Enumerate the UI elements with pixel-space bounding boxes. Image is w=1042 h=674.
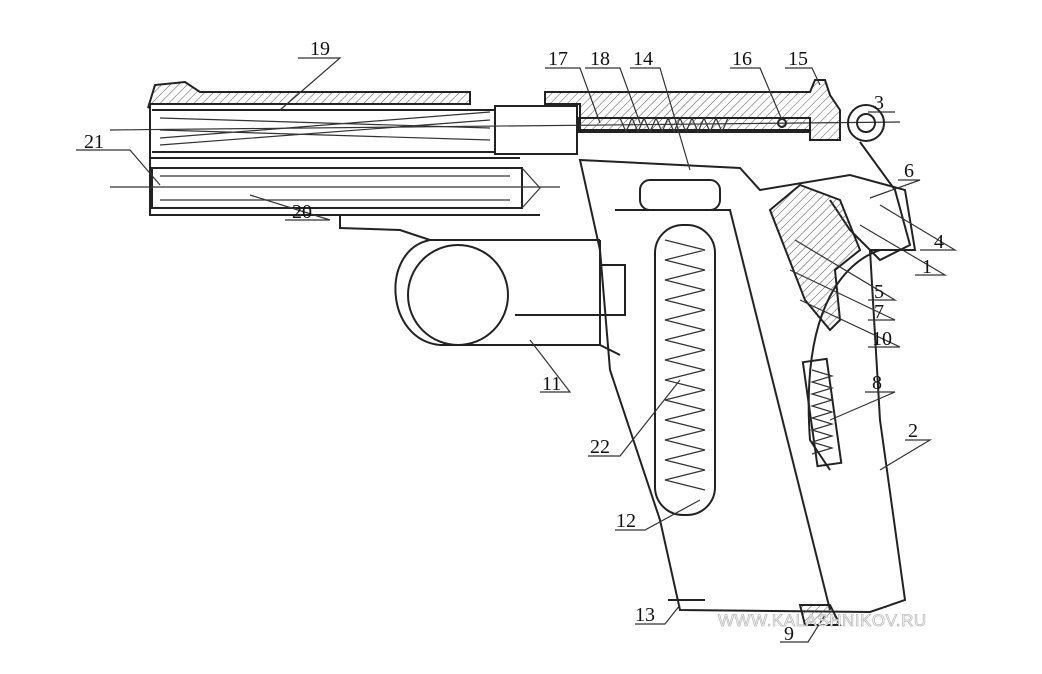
label-19: 19 [310, 38, 330, 60]
label-22: 22 [590, 436, 610, 458]
label-18: 18 [590, 48, 610, 70]
label-6: 6 [904, 160, 914, 182]
label-5: 5 [874, 281, 884, 303]
label-14: 14 [633, 48, 653, 70]
label-3: 3 [874, 92, 884, 114]
label-21: 21 [84, 131, 104, 153]
label-12: 12 [616, 510, 636, 532]
frame [339, 215, 626, 356]
watermark: WWW.KALASHNIKOV.RU [718, 611, 927, 630]
label-7: 7 [874, 301, 884, 323]
label-8: 8 [872, 372, 882, 394]
grip [578, 158, 917, 626]
label-11: 11 [542, 373, 561, 395]
mainspring [801, 357, 843, 468]
label-10: 10 [872, 328, 892, 350]
label-20: 20 [292, 201, 312, 223]
label-1: 1 [922, 256, 932, 278]
label-16: 16 [732, 48, 752, 70]
barrel [109, 105, 901, 155]
label-4: 4 [934, 231, 944, 253]
label-15: 15 [788, 48, 808, 70]
leader-lines [76, 57, 958, 643]
magazine [654, 224, 716, 601]
recoil-spring [110, 167, 560, 209]
label-13: 13 [635, 604, 655, 626]
label-2: 2 [908, 420, 918, 442]
label-9: 9 [784, 623, 794, 645]
label-17: 17 [548, 48, 568, 70]
